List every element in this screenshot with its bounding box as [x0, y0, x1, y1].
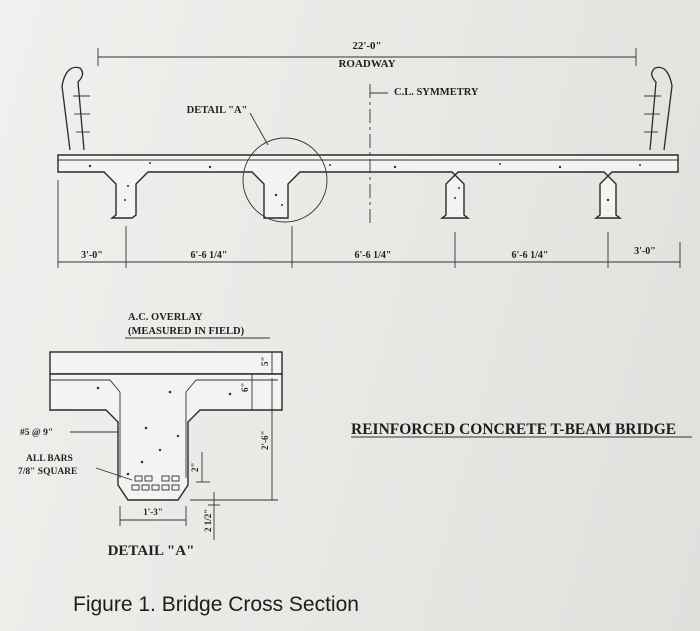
dim-depth: 2'-6": [260, 431, 270, 451]
dim-2half: 2 1/2": [203, 509, 213, 532]
spacing-dimensions: 3'-0" 6'-6 1/4" 6'-6 1/4" 6'-6 1/4" 3'-0…: [57, 180, 681, 268]
detail-a-drawing: A.C. OVERLAY (MEASURED IN FIELD) 5" 6": [18, 312, 283, 559]
spacing-2: 6'-6 1/4": [355, 250, 392, 261]
spacing-left: 3'-0": [81, 250, 103, 261]
detail-a-callout: DETAIL "A": [187, 105, 328, 223]
figure-caption: Figure 1. Bridge Cross Section: [73, 593, 359, 616]
dim-5: 5": [260, 357, 270, 367]
spacing-right: 3'-0": [634, 246, 656, 257]
bar-label: #5 @ 9": [20, 428, 53, 438]
roadway-dimension: 22'-0" ROADWAY: [97, 40, 637, 70]
dim-width: 1'-3": [143, 507, 163, 517]
detail-name: DETAIL "A": [108, 543, 195, 559]
deck-section: [57, 154, 679, 219]
left-railing: [61, 66, 90, 151]
all-bars-line2: 7/8" SQUARE: [18, 467, 77, 477]
detail-callout-text: DETAIL "A": [187, 105, 248, 116]
dim-2: 2": [190, 463, 200, 473]
overlay-line1: A.C. OVERLAY: [128, 312, 203, 323]
drawing-title: REINFORCED CONCRETE T-BEAM BRIDGE: [351, 421, 676, 438]
centerline-label: C.L. SYMMETRY: [394, 87, 479, 98]
overlay-line2: (MEASURED IN FIELD): [128, 326, 245, 337]
all-bars-line1: ALL BARS: [26, 454, 73, 464]
right-railing: [644, 66, 673, 151]
dim-6: 6": [240, 383, 250, 393]
roadway-dim-text: 22'-0": [352, 40, 381, 52]
roadway-label: ROADWAY: [338, 58, 395, 70]
spacing-3: 6'-6 1/4": [512, 250, 549, 261]
center-line: C.L. SYMMETRY: [369, 84, 479, 225]
spacing-1: 6'-6 1/4": [191, 250, 228, 261]
